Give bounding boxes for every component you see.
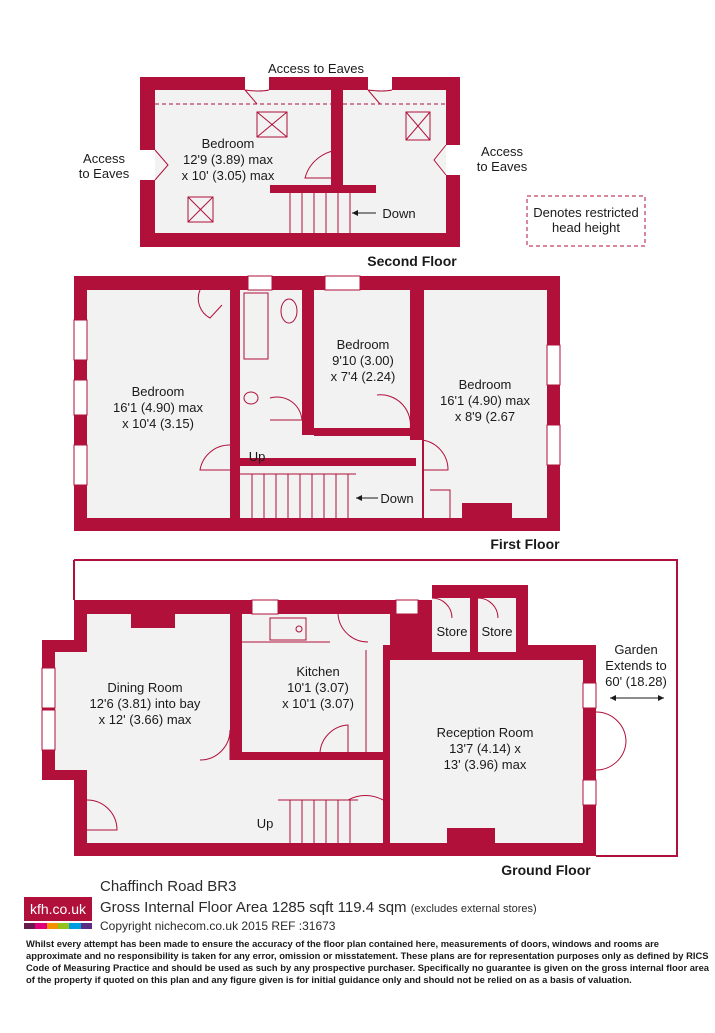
store-label-1: Store (436, 624, 467, 639)
logo-swatch (69, 923, 81, 929)
garden-line-1: Garden (614, 642, 657, 657)
logo-swatch (46, 923, 58, 929)
door-icon (319, 724, 349, 753)
door-icon (140, 149, 169, 181)
second-bedroom-dim2: x 10' (3.05) max (182, 168, 275, 183)
second-bedroom-dim1: 12'9 (3.89) max (183, 152, 273, 167)
first-bedroom-left-dim1: 16'1 (4.90) max (113, 400, 203, 415)
access-eaves-left-2: to Eaves (79, 166, 130, 181)
skylight-icon (187, 196, 214, 223)
first-bedroom-left-name: Bedroom (132, 384, 185, 399)
door-icon (367, 77, 393, 105)
logo-text: kfh.co.uk (24, 897, 92, 921)
floor-area: Gross Internal Floor Area 1285 sqft 119.… (100, 899, 537, 916)
first-bedroom-right-dim2: x 8'9 (2.67 (455, 409, 515, 424)
first-bedroom-mid-dim1: 9'10 (3.00) (332, 353, 394, 368)
bathtub-icon (243, 292, 269, 360)
basin-icon (243, 391, 259, 405)
door-icon (433, 144, 460, 176)
garden-boundary (74, 559, 678, 857)
logo-swatch (24, 923, 36, 929)
store-door-icon (431, 597, 499, 619)
kitchen-dim2: x 10'1 (3.07) (282, 696, 354, 711)
second-floor-title: Second Floor (367, 253, 457, 269)
floor-area-text: Gross Internal Floor Area 1285 sqft 119.… (100, 899, 407, 916)
door-icon (197, 289, 223, 319)
window-icon (41, 599, 597, 806)
property-address: Chaffinch Road BR3 (100, 878, 237, 895)
first-floor-stairs (240, 473, 356, 518)
dining-room-dim2: x 12' (3.66) max (99, 712, 192, 727)
access-eaves-right-2: to Eaves (477, 159, 528, 174)
garden-line-2: Extends to (605, 658, 666, 673)
first-bedroom-mid-name: Bedroom (337, 337, 390, 352)
floor-plan-drawing: Bedroom 12'9 (3.89) max x 10' (3.05) max… (41, 61, 678, 876)
logo-swatch (57, 923, 70, 929)
window-icon (73, 275, 561, 486)
access-eaves-left-1: Access (83, 151, 125, 166)
first-bedroom-left-dim2: x 10'4 (3.15) (122, 416, 194, 431)
kitchen-dim1: 10'1 (3.07) (287, 680, 349, 695)
first-floor-plan: Bedroom 16'1 (4.90) max x 10'4 (3.15) Be… (73, 275, 561, 552)
second-floor-stairs (289, 193, 351, 233)
ground-floor-stairs (278, 799, 358, 843)
sink-icon (269, 617, 307, 641)
disclaimer-text: Whilst every attempt has been made to en… (26, 938, 710, 985)
access-eaves-right-1: Access (481, 144, 523, 159)
reception-room-dim2: 13' (3.96) max (444, 757, 527, 772)
logo-swatch (80, 923, 92, 929)
floor-area-note: (excludes external stores) (410, 903, 537, 915)
first-bedroom-mid-dim2: x 7'4 (2.24) (331, 369, 396, 384)
first-bedroom-right-dim1: 16'1 (4.90) max (440, 393, 530, 408)
second-bedroom-name: Bedroom (202, 136, 255, 151)
door-icon (244, 77, 270, 105)
door-icon (304, 149, 344, 179)
dining-room-name: Dining Room (107, 680, 182, 695)
reception-room-dim1: 13'7 (4.14) x (449, 741, 521, 756)
first-down-label: Down (380, 491, 413, 506)
door-icon (430, 489, 451, 518)
access-eaves-top: Access to Eaves (268, 61, 365, 76)
logo-swatch (35, 923, 47, 929)
second-down-label: Down (382, 206, 415, 221)
skylight-icon (405, 111, 431, 141)
door-icon (199, 444, 231, 471)
ground-up-label: Up (257, 816, 274, 831)
door-icon (269, 396, 303, 421)
toilet-icon (280, 298, 298, 324)
door-icon (347, 794, 384, 801)
legend-line-2: head height (552, 220, 620, 235)
copyright-text: Copyright nichecom.co.uk 2015 REF :31673 (100, 919, 336, 933)
first-bedroom-right-name: Bedroom (459, 377, 512, 392)
kitchen-name: Kitchen (296, 664, 339, 679)
dining-room-dim1: 12'6 (3.81) into bay (90, 696, 201, 711)
first-up-label: Up (249, 449, 266, 464)
skylight-icon (256, 111, 288, 138)
restricted-height-legend: Denotes restricted head height (526, 195, 646, 247)
kfh-logo: kfh.co.uk (24, 897, 92, 930)
patio-door-icon (595, 711, 627, 771)
first-floor-title: First Floor (490, 536, 560, 552)
door-icon (199, 729, 231, 761)
logo-color-strip (24, 923, 92, 929)
garden-line-3: 60' (18.28) (605, 674, 667, 689)
front-door-icon (86, 799, 118, 831)
door-icon (337, 613, 369, 643)
door-icon (421, 439, 449, 471)
reception-room-name: Reception Room (437, 725, 534, 740)
store-label-2: Store (481, 624, 512, 639)
legend-line-1: Denotes restricted (533, 205, 639, 220)
second-floor-plan: Bedroom 12'9 (3.89) max x 10' (3.05) max… (79, 61, 646, 269)
ground-floor-plan: Dining Room 12'6 (3.81) into bay x 12' (… (41, 559, 678, 876)
door-icon (376, 394, 411, 431)
ground-floor-title: Ground Floor (501, 862, 591, 876)
